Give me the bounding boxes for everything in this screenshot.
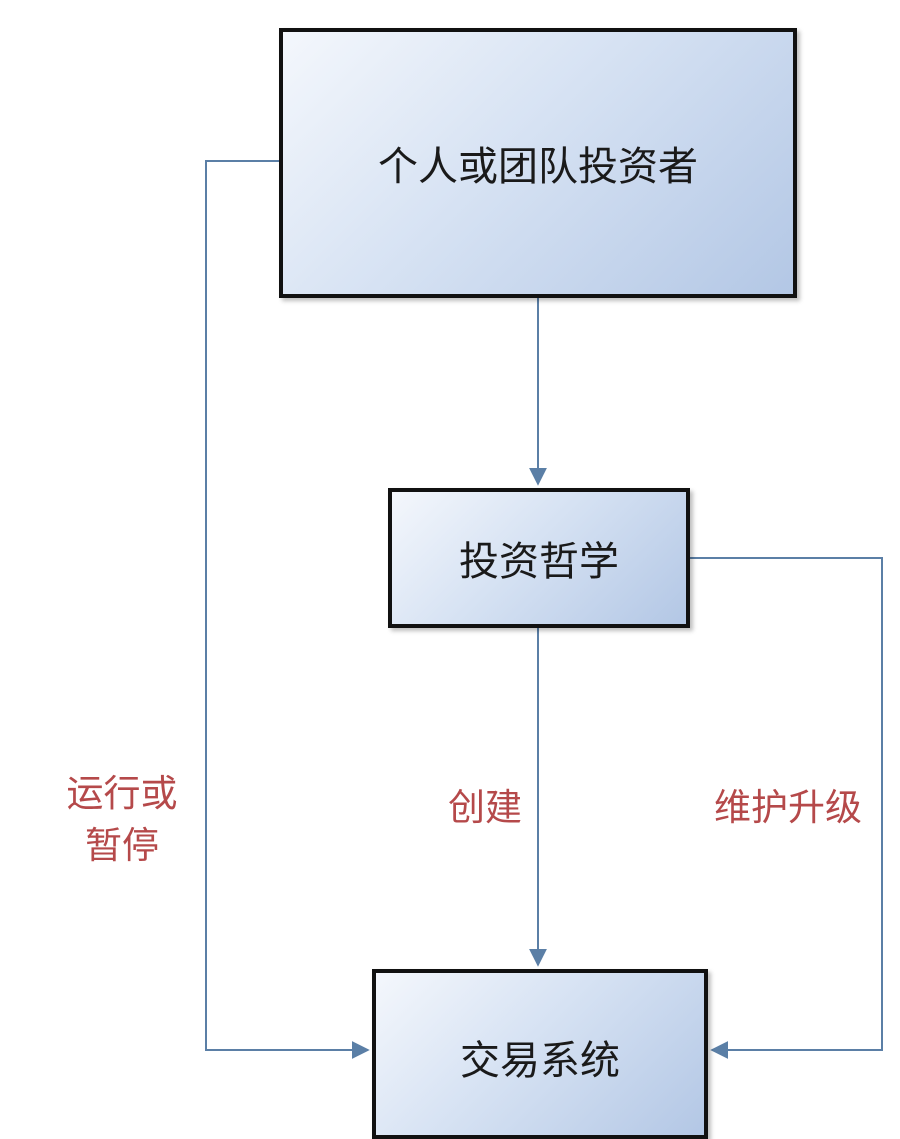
trading-system-node-label: 交易系统 [460, 1038, 620, 1084]
edge-label-run-or-pause: 运行或 暂停 [52, 768, 192, 872]
investment-philosophy-node-label: 投资哲学 [459, 539, 619, 585]
investor-node: 个人或团队投资者 [279, 28, 797, 298]
arrow-investor-to-trading [205, 160, 370, 1059]
edge-label-run-or-pause-line-2: 暂停 [85, 824, 159, 867]
edge-label-maintain-upgrade: 维护升级 [714, 786, 862, 829]
arrow-philosophy-maintain-trading [690, 557, 883, 1059]
trading-system-node: 交易系统 [372, 969, 708, 1139]
investment-philosophy-node: 投资哲学 [388, 488, 690, 628]
investor-node-label: 个人或团队投资者 [378, 144, 698, 190]
edge-label-create: 创建 [448, 786, 522, 829]
edge-label-run-or-pause-line-1: 运行或 [66, 772, 178, 815]
